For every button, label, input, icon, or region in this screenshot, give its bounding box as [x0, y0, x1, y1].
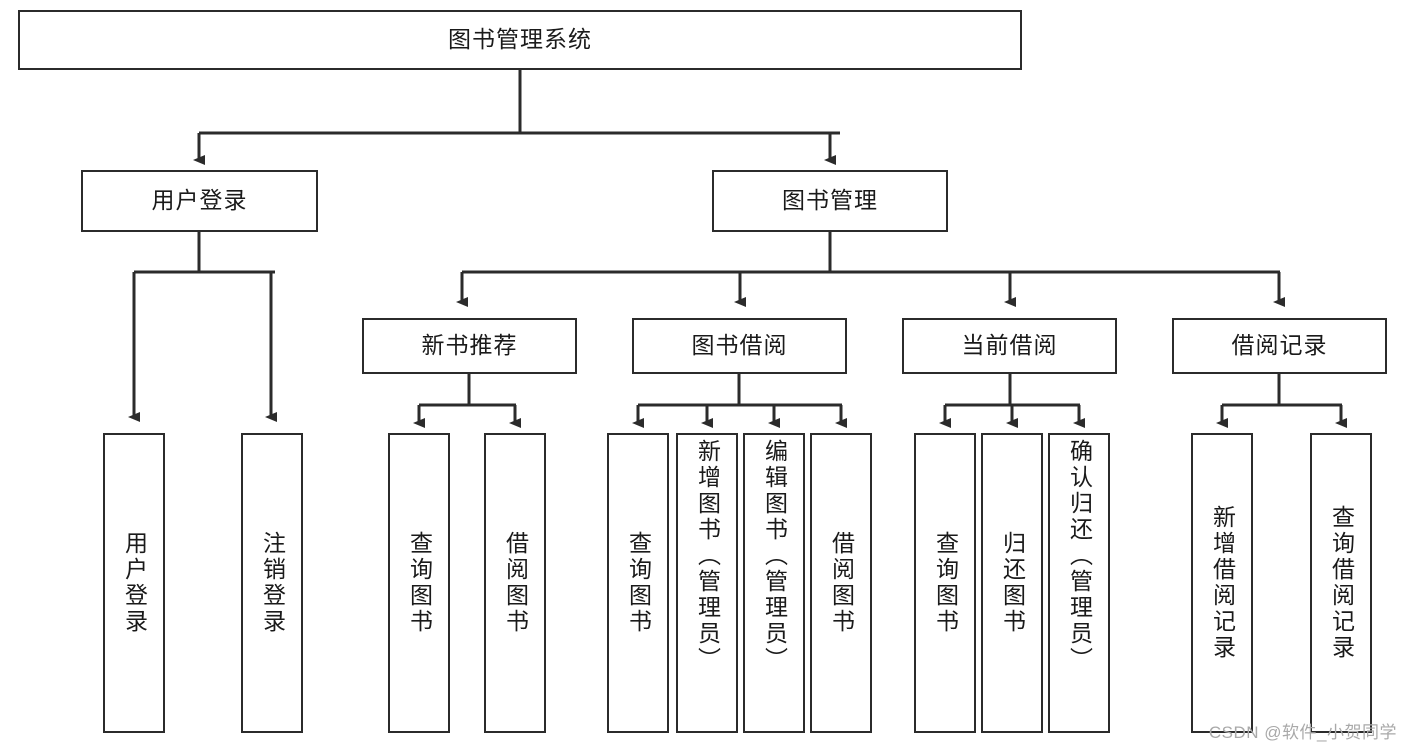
- node-book-borrow[interactable]: 图书借阅: [632, 318, 847, 374]
- node-leaf-br-add[interactable]: 新增借阅记录: [1191, 433, 1253, 733]
- node-new-book-rec-label: 新书推荐: [421, 332, 518, 359]
- node-leaf-cb-query-label: 查询图书: [932, 531, 959, 635]
- node-leaf-cb-confirm[interactable]: 确认归还（管理员）: [1048, 433, 1110, 733]
- node-book-manage[interactable]: 图书管理: [712, 170, 948, 232]
- watermark-text: CSDN @软件_小贺同学: [1208, 723, 1397, 742]
- node-leaf-bb-add-label: 新增图书（管理员）: [694, 439, 721, 673]
- node-leaf-bb-query[interactable]: 查询图书: [607, 433, 669, 733]
- node-leaf-logout[interactable]: 注销登录: [241, 433, 303, 733]
- node-leaf-bb-add[interactable]: 新增图书（管理员）: [676, 433, 738, 733]
- node-leaf-br-query-label: 查询借阅记录: [1328, 505, 1355, 661]
- node-leaf-bb-edit-label: 编辑图书（管理员）: [761, 439, 788, 673]
- node-current-borrow[interactable]: 当前借阅: [902, 318, 1117, 374]
- node-root-label: 图书管理系统: [448, 26, 592, 53]
- node-leaf-bb-query-label: 查询图书: [625, 531, 652, 635]
- node-leaf-bb-edit[interactable]: 编辑图书（管理员）: [743, 433, 805, 733]
- node-leaf-rec-borrow-label: 借阅图书: [502, 531, 529, 635]
- node-leaf-br-query[interactable]: 查询借阅记录: [1310, 433, 1372, 733]
- node-leaf-cb-return[interactable]: 归还图书: [981, 433, 1043, 733]
- node-user-login[interactable]: 用户登录: [81, 170, 318, 232]
- node-leaf-bb-borrow-label: 借阅图书: [828, 531, 855, 635]
- node-leaf-bb-borrow[interactable]: 借阅图书: [810, 433, 872, 733]
- node-user-login-label: 用户登录: [151, 187, 248, 214]
- node-leaf-rec-query-label: 查询图书: [406, 531, 433, 635]
- node-borrow-record-label: 借阅记录: [1231, 332, 1328, 359]
- node-leaf-cb-return-label: 归还图书: [999, 531, 1026, 635]
- node-leaf-br-add-label: 新增借阅记录: [1209, 505, 1236, 661]
- node-current-borrow-label: 当前借阅: [961, 332, 1058, 359]
- node-leaf-cb-confirm-label: 确认归还（管理员）: [1066, 439, 1093, 673]
- node-borrow-record[interactable]: 借阅记录: [1172, 318, 1387, 374]
- node-new-book-rec[interactable]: 新书推荐: [362, 318, 577, 374]
- node-book-borrow-label: 图书借阅: [691, 332, 788, 359]
- node-leaf-user-login[interactable]: 用户登录: [103, 433, 165, 733]
- node-root[interactable]: 图书管理系统: [18, 10, 1022, 70]
- node-leaf-rec-query[interactable]: 查询图书: [388, 433, 450, 733]
- node-leaf-cb-query[interactable]: 查询图书: [914, 433, 976, 733]
- node-book-manage-label: 图书管理: [782, 187, 878, 214]
- node-leaf-logout-label: 注销登录: [259, 531, 286, 635]
- node-leaf-rec-borrow[interactable]: 借阅图书: [484, 433, 546, 733]
- node-leaf-user-login-label: 用户登录: [121, 531, 148, 635]
